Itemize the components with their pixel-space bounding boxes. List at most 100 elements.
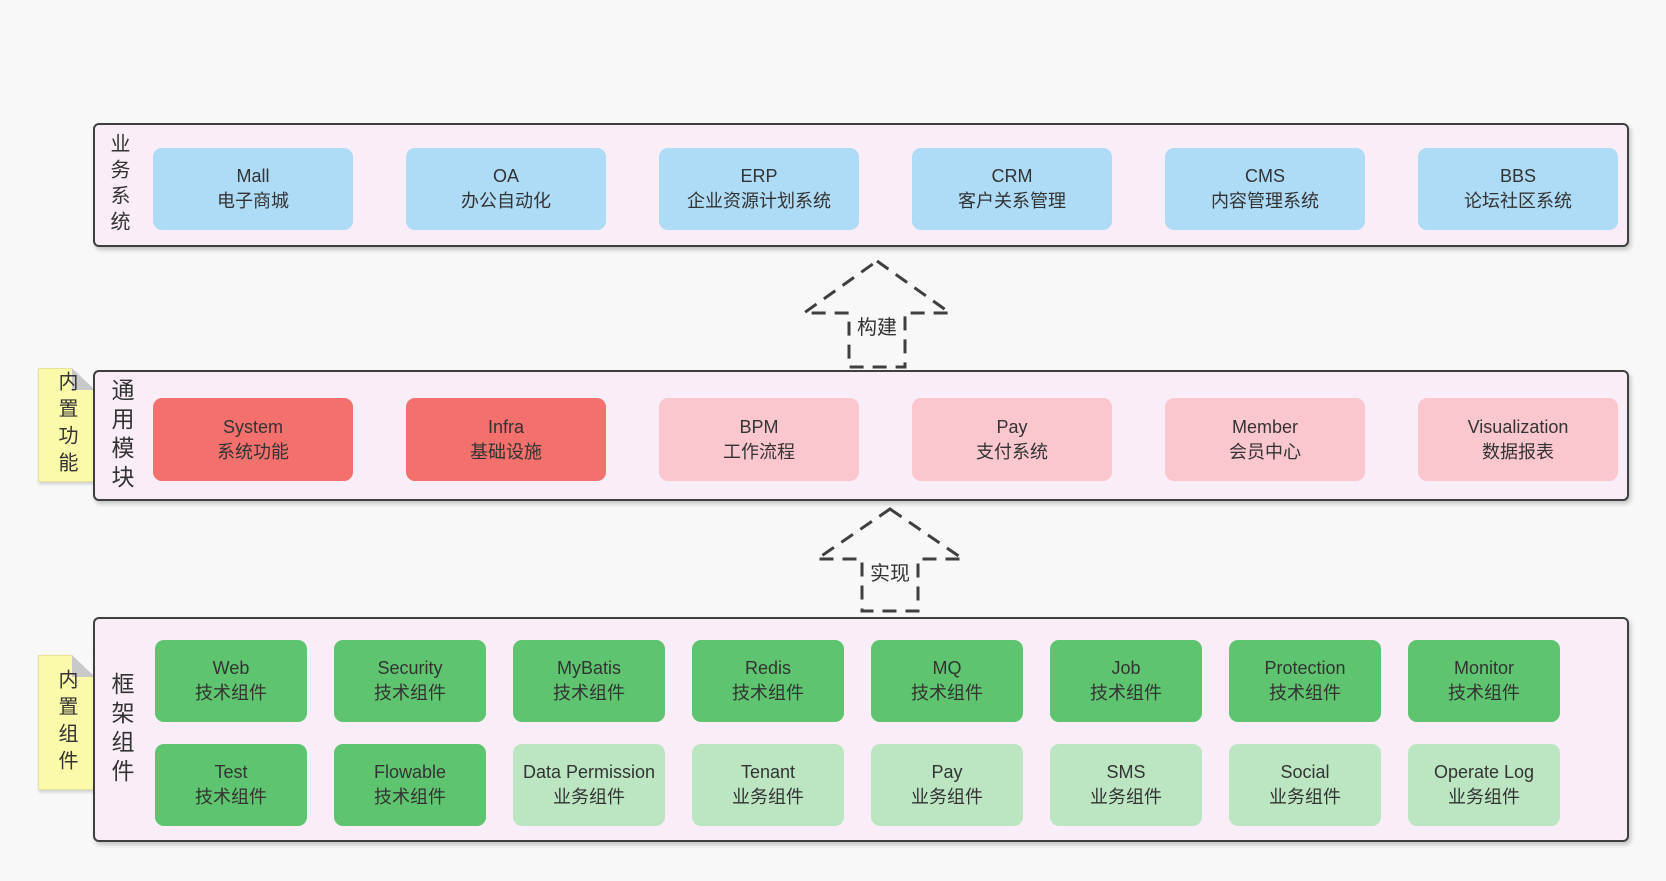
box-title: BBS — [1499, 166, 1537, 186]
note-label: 内置功能 — [55, 371, 77, 479]
implement-arrow-label: 实现 — [866, 556, 914, 587]
box-title: MyBatis — [556, 658, 621, 678]
box-pay-component: Pay 业务组件 — [871, 744, 1023, 826]
box-title: CMS — [1245, 166, 1285, 186]
box-pay-module: Pay 支付系统 — [912, 398, 1112, 481]
box-test: Test 技术组件 — [155, 744, 307, 826]
business-components-row: Test 技术组件 Flowable 技术组件 Data Permission … — [155, 744, 1560, 826]
box-subtitle: 技术组件 — [195, 787, 267, 807]
box-title: Pay — [996, 416, 1028, 437]
box-mq: MQ 技术组件 — [871, 640, 1023, 722]
business-systems-row: Mall 电子商城 OA 办公自动化 ERP 企业资源计划系统 CRM 客户关系… — [153, 148, 1618, 230]
box-social: Social 业务组件 — [1229, 744, 1381, 826]
box-subtitle: 支付系统 — [976, 441, 1048, 462]
box-title: BPM — [739, 416, 779, 437]
box-tenant: Tenant 业务组件 — [692, 744, 844, 826]
box-title: CRM — [991, 166, 1033, 186]
box-redis: Redis 技术组件 — [692, 640, 844, 722]
box-subtitle: 内容管理系统 — [1211, 191, 1319, 211]
box-subtitle: 业务组件 — [1448, 787, 1520, 807]
folded-corner-icon — [72, 368, 95, 390]
box-title: Visualization — [1467, 416, 1569, 437]
box-title: Operate Log — [1433, 762, 1535, 782]
box-title: OA — [492, 166, 519, 186]
box-member: Member 会员中心 — [1165, 398, 1365, 481]
box-web: Web 技术组件 — [155, 640, 307, 722]
box-title: Protection — [1264, 658, 1346, 678]
box-subtitle: 会员中心 — [1229, 441, 1301, 462]
box-subtitle: 技术组件 — [374, 683, 446, 703]
box-subtitle: 技术组件 — [195, 683, 267, 703]
box-subtitle: 数据报表 — [1482, 441, 1554, 462]
box-title: Flowable — [373, 762, 447, 782]
box-subtitle: 技术组件 — [374, 787, 446, 807]
box-subtitle: 技术组件 — [553, 683, 625, 703]
build-arrow: 构建 — [802, 258, 952, 370]
box-title: Infra — [487, 416, 525, 437]
box-title: Web — [212, 658, 250, 678]
box-title: System — [222, 416, 283, 437]
box-system: System 系统功能 — [153, 398, 353, 481]
box-subtitle: 电子商城 — [217, 191, 289, 211]
box-title: Monitor — [1453, 658, 1515, 678]
layer-label: 业务系统 — [107, 133, 129, 237]
box-mall: Mall 电子商城 — [153, 148, 353, 230]
box-subtitle: 业务组件 — [1269, 787, 1341, 807]
box-title: Data Permission — [522, 762, 656, 782]
box-title: SMS — [1106, 762, 1146, 782]
box-subtitle: 业务组件 — [1090, 787, 1162, 807]
box-subtitle: 业务组件 — [911, 787, 983, 807]
box-protection: Protection 技术组件 — [1229, 640, 1381, 722]
box-bpm: BPM 工作流程 — [659, 398, 859, 481]
box-operate-log: Operate Log 业务组件 — [1408, 744, 1560, 826]
box-security: Security 技术组件 — [334, 640, 486, 722]
folded-corner-icon — [72, 655, 95, 677]
box-title: ERP — [740, 166, 778, 186]
box-erp: ERP 企业资源计划系统 — [659, 148, 859, 230]
box-cms: CMS 内容管理系统 — [1165, 148, 1365, 230]
common-modules-layer: 通用模块 System 系统功能 Infra 基础设施 BPM 工作流程 Pay… — [93, 370, 1629, 501]
build-arrow-label: 构建 — [853, 310, 901, 341]
box-mybatis: MyBatis 技术组件 — [513, 640, 665, 722]
box-subtitle: 技术组件 — [732, 683, 804, 703]
box-bbs: BBS 论坛社区系统 — [1418, 148, 1618, 230]
box-monitor: Monitor 技术组件 — [1408, 640, 1560, 722]
box-title: MQ — [932, 658, 962, 678]
box-visualization: Visualization 数据报表 — [1418, 398, 1618, 481]
box-title: Tenant — [740, 762, 796, 782]
box-title: Member — [1231, 416, 1298, 437]
framework-components-layer: 框架组件 Web 技术组件 Security 技术组件 MyBatis 技术组件… — [93, 617, 1629, 842]
box-subtitle: 客户关系管理 — [958, 191, 1066, 211]
box-infra: Infra 基础设施 — [406, 398, 606, 481]
box-subtitle: 基础设施 — [470, 441, 542, 462]
business-systems-layer: 业务系统 Mall 电子商城 OA 办公自动化 ERP 企业资源计划系统 CRM… — [93, 123, 1629, 247]
box-title: Mall — [236, 166, 270, 186]
box-title: Pay — [931, 762, 963, 782]
box-subtitle: 业务组件 — [732, 787, 804, 807]
box-data-permission: Data Permission 业务组件 — [513, 744, 665, 826]
box-subtitle: 技术组件 — [1269, 683, 1341, 703]
layer-label: 通用模块 — [108, 377, 134, 494]
built-in-component-note: 内置组件 — [38, 655, 95, 790]
box-title: Redis — [744, 658, 792, 678]
box-subtitle: 工作流程 — [723, 441, 795, 462]
box-title: Test — [214, 762, 248, 782]
box-title: Security — [377, 658, 443, 678]
box-sms: SMS 业务组件 — [1050, 744, 1202, 826]
box-subtitle: 论坛社区系统 — [1464, 191, 1572, 211]
box-crm: CRM 客户关系管理 — [912, 148, 1112, 230]
common-modules-row: System 系统功能 Infra 基础设施 BPM 工作流程 Pay 支付系统… — [153, 398, 1618, 481]
box-subtitle: 办公自动化 — [461, 191, 551, 211]
box-oa: OA 办公自动化 — [406, 148, 606, 230]
box-subtitle: 系统功能 — [217, 441, 289, 462]
built-in-feature-note: 内置功能 — [38, 368, 95, 482]
implement-arrow: 实现 — [815, 506, 965, 614]
box-subtitle: 技术组件 — [911, 683, 983, 703]
box-subtitle: 技术组件 — [1448, 683, 1520, 703]
box-title: Job — [1111, 658, 1141, 678]
layer-label: 框架组件 — [108, 671, 134, 788]
box-subtitle: 企业资源计划系统 — [687, 191, 831, 211]
box-subtitle: 技术组件 — [1090, 683, 1162, 703]
box-subtitle: 业务组件 — [553, 787, 625, 807]
